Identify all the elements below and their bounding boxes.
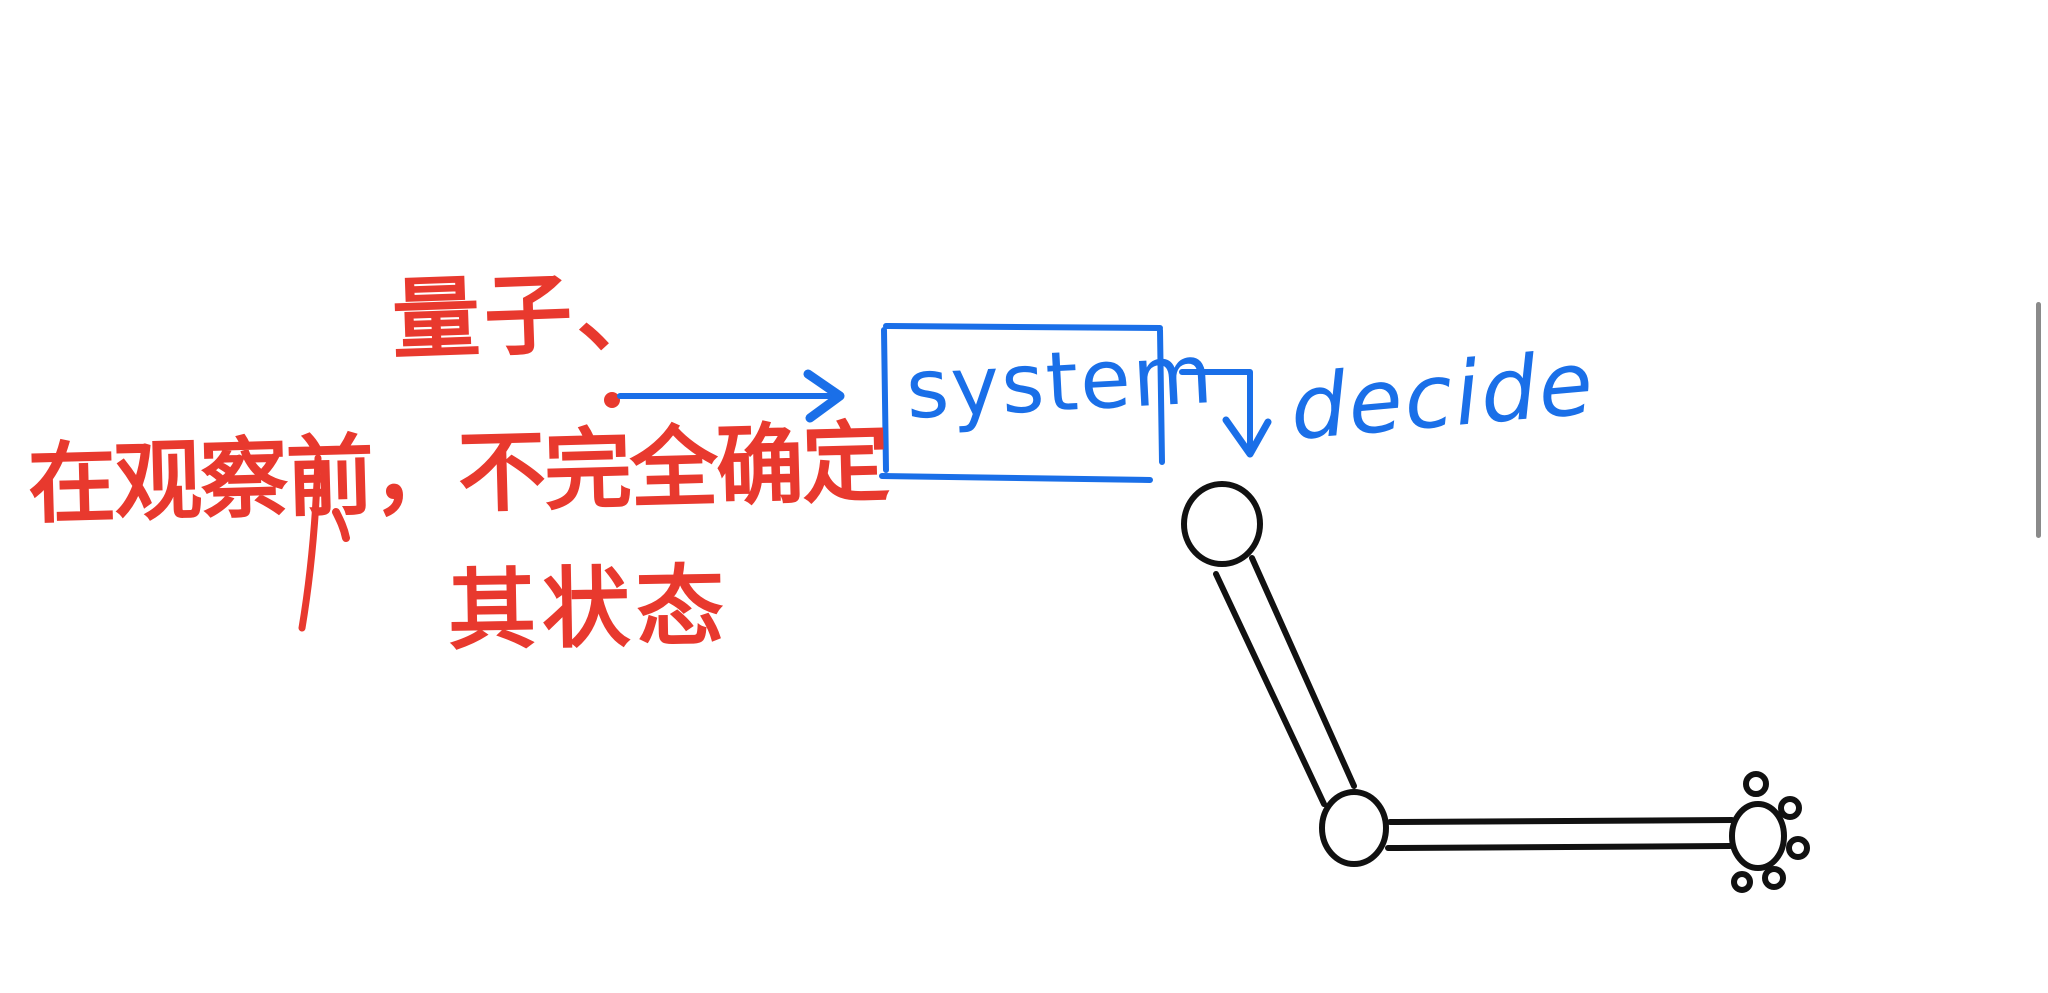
system-box [879, 323, 1165, 483]
system-label: system [903, 326, 1217, 439]
arrow-origin-dot [604, 392, 620, 408]
arm-upper-link [1213, 555, 1357, 807]
arm-top-joint [1181, 481, 1263, 567]
decide-arrow-head [1222, 416, 1272, 458]
decide-arrow-line [1179, 369, 1253, 453]
red-divider-stroke [298, 454, 322, 632]
arm-elbow-joint [1319, 789, 1389, 867]
robot-arm-icon [1181, 481, 1810, 893]
quantum-label: 量子、 [390, 259, 670, 372]
arm-lower-link [1385, 817, 1735, 851]
red-comma-stroke [332, 508, 350, 542]
uncertainty-line-2: 其状态 [447, 554, 731, 663]
gripper-icon [1729, 771, 1810, 893]
decide-label: decide [1286, 330, 1599, 461]
arrow-to-system-head [803, 369, 845, 423]
vertical-scrollbar[interactable] [2036, 302, 2041, 538]
uncertainty-line-1: 在观察前，不完全确定 [26, 410, 890, 537]
